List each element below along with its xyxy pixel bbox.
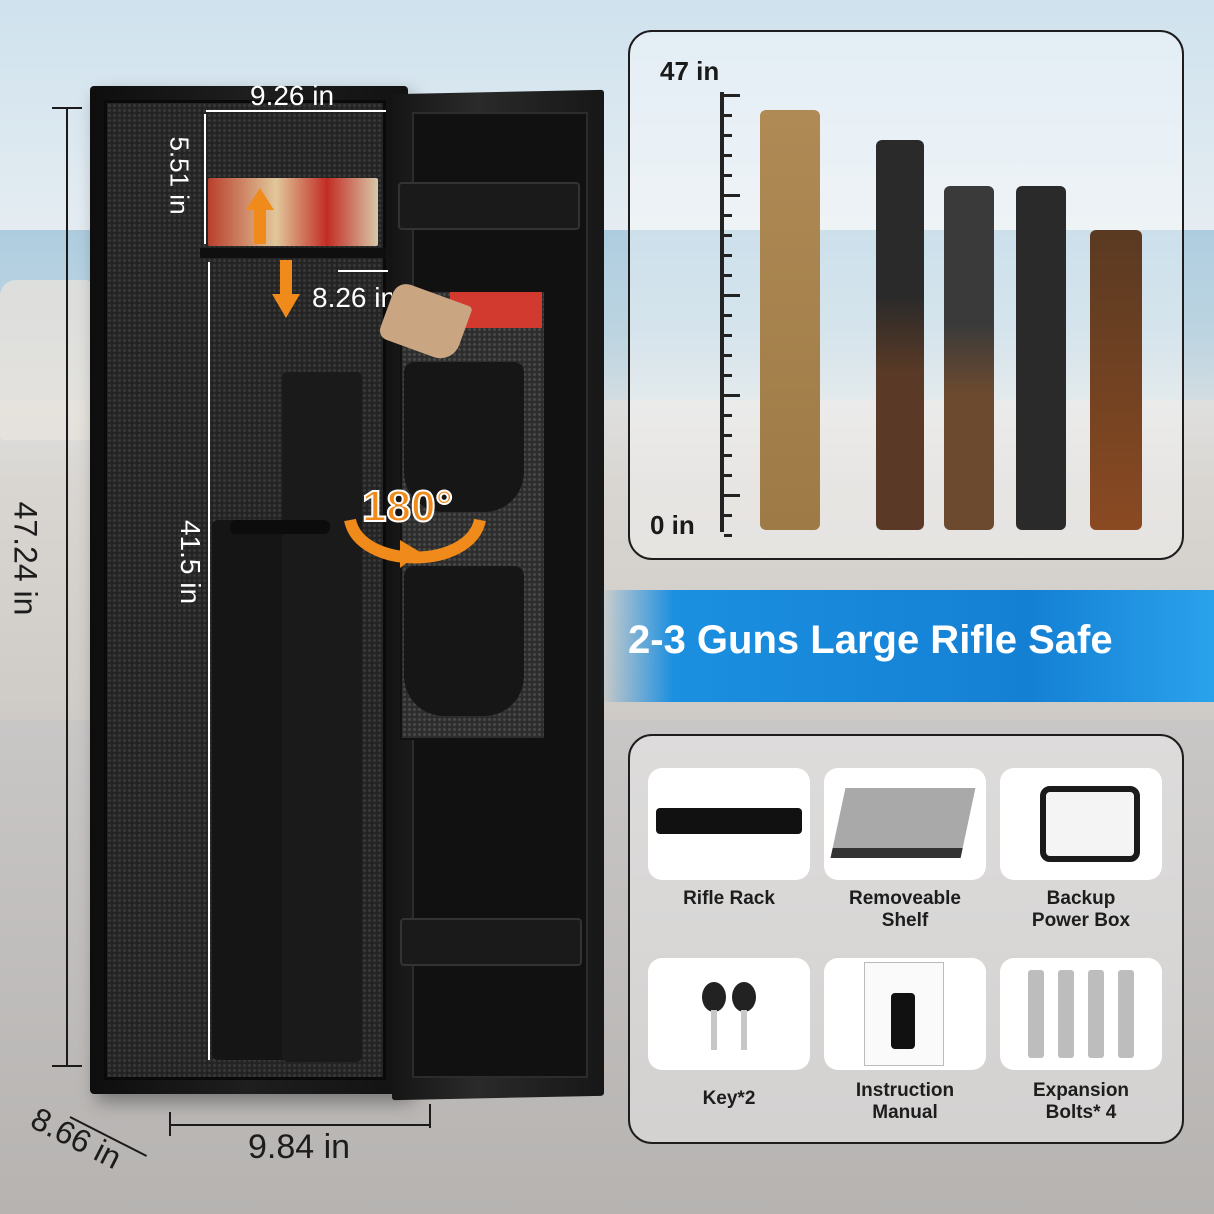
accessory-tile-bolts [1000,958,1162,1070]
height-dimension-tick-top [52,107,82,109]
rotate-arrow-icon [344,518,486,568]
shelf-icon [830,788,976,858]
ruler-tick [724,134,732,137]
interior-width-label: 9.26 in [250,80,335,111]
ruler-tick [724,234,732,237]
manual-icon [864,962,944,1066]
accessory-label-power-box: Backup Power Box [1031,888,1131,931]
ruler-tick [724,314,732,317]
accessory-tile-power-box [1000,768,1162,880]
ruler-tick [724,254,732,257]
door-rack-top [398,182,580,230]
accessory-tile-rifle-rack [648,768,810,880]
ruler-tick [724,434,732,437]
rifle-bolt-action [876,140,924,530]
accessory-tile-shelf [824,768,986,880]
ruler-tick [724,514,732,517]
height-dimension-tick-bottom [52,1065,82,1067]
holster-top [404,362,524,512]
ruler-tick [724,194,740,197]
key-icon [702,982,758,1052]
ruler-tick [724,394,740,397]
accessory-label-rifle-rack: Rifle Rack [683,888,775,909]
accessory-label-shelf: Removeable Shelf [849,888,961,931]
rifle-rack-icon [656,808,802,834]
height-ruler [720,92,724,532]
accessory-label-keys: Key*2 [702,1088,756,1109]
ruler-tick [724,534,732,537]
ruler-top-label: 47 in [660,56,720,86]
accessory-tile-keys [648,958,810,1070]
ruler-tick [724,214,732,217]
ruler-tick [724,174,732,177]
ruler-tick [724,154,732,157]
rifle-pump [944,186,994,530]
interior-height-line [208,262,210,1060]
removable-shelf [200,248,386,258]
ruler-tick [724,274,732,277]
ruler-tick [724,454,732,457]
rotation-label: 180° [361,481,454,532]
rifle-right [282,372,362,1062]
headline-banner [600,590,1214,702]
shelf-height-line [204,114,206,244]
ruler-tick [724,114,732,117]
ruler-tick [724,494,740,497]
width-dimension-tick-right [429,1104,431,1128]
arrow-down-icon [272,294,300,318]
interior-height-label: 41.5 in [175,519,207,605]
rifle-sniper [760,110,820,530]
rifle-battle [1016,186,1066,530]
ammo-boxes [208,178,378,246]
arrow-up-icon [246,188,274,210]
ruler-tick [724,414,732,417]
accessory-label-bolts: Expansion Bolts* 4 [1032,1080,1130,1123]
ruler-bottom-label: 0 in [650,510,695,540]
accessory-label-manual: Instruction Manual [855,1080,955,1123]
rifle-rack [230,520,330,534]
background-sofa [0,280,100,440]
ruler-tick [724,334,732,337]
ruler-tick [724,474,732,477]
door-rack-bottom [400,918,582,966]
width-label: 9.84 in [248,1128,351,1166]
accessory-tile-manual [824,958,986,1070]
width-dimension-line [170,1124,430,1126]
shelf-depth-line [338,270,388,272]
power-box-icon [1040,786,1140,862]
holster-bottom [404,566,524,716]
headline-text: 2-3 Guns Large Rifle Safe [628,618,1113,662]
arrow-up-stem [254,208,266,244]
rifle-wood [1090,230,1142,530]
height-dimension-line [66,108,68,1066]
width-dimension-tick-left [169,1112,171,1136]
shelf-depth-label: 8.26 in [312,282,397,313]
bolts-icon [1028,970,1138,1060]
arrow-down-stem [280,260,292,294]
interior-width-line [206,110,386,112]
total-height-label: 47.24 in [7,501,44,616]
ruler-tick [724,374,732,377]
ruler-tick [724,354,732,357]
shelf-height-label: 5.51 in [164,136,195,215]
ruler-tick [724,94,740,97]
ruler-tick [724,294,740,297]
